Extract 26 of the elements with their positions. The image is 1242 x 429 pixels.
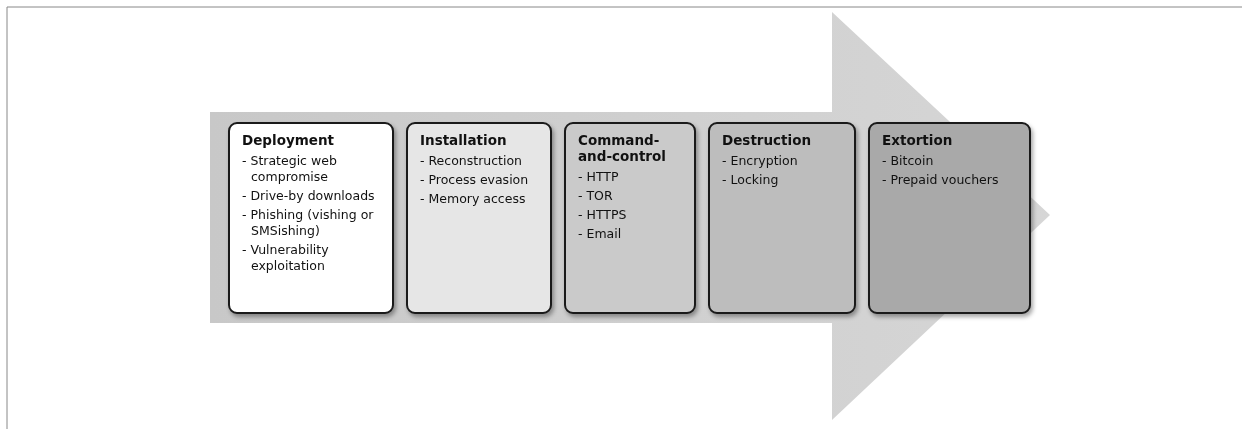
list-item: - Drive-by downloads <box>242 188 376 204</box>
list-item: - Phishing (vishing or SMSishing) <box>242 207 375 239</box>
list-item: - Strategic web compromise <box>242 153 338 185</box>
stage-heading: Destruction <box>722 132 813 148</box>
stage-box <box>564 122 696 314</box>
list-item: - Memory access <box>420 191 527 207</box>
list-item: - HTTPS <box>578 207 628 223</box>
stage-heading: Installation <box>420 132 508 148</box>
list-item: - HTTP <box>578 169 620 185</box>
list-item: - Bitcoin <box>882 153 935 169</box>
list-item: - Encryption <box>722 153 799 169</box>
stage-heading: Extortion <box>882 132 954 148</box>
stage-box <box>708 122 856 314</box>
stage-heading: Deployment <box>242 132 335 148</box>
direction-arrow <box>210 12 1050 420</box>
list-item: - Process evasion <box>420 172 530 188</box>
stage-box <box>868 122 1031 314</box>
list-item: - Vulnerability exploitation <box>242 242 330 274</box>
list-item: - Reconstruction <box>420 153 524 169</box>
list-item: - Locking <box>722 172 780 188</box>
stage-heading: Command-and-control <box>578 132 667 164</box>
list-item: - TOR <box>578 188 614 204</box>
list-item: - Email <box>578 226 623 242</box>
list-item: - Prepaid vouchers <box>882 172 1000 188</box>
stage-box <box>228 122 394 314</box>
stage-box <box>406 122 552 314</box>
